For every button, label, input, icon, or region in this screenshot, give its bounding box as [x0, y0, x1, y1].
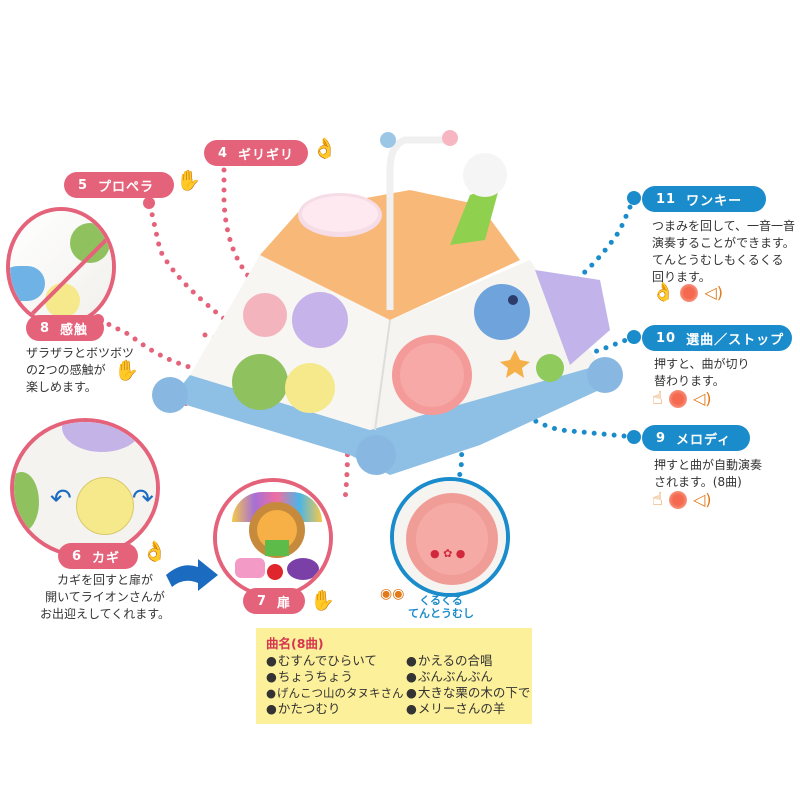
rotate-right-arrow-icon: ↷: [132, 484, 154, 514]
ok-hand-icon: 👌: [312, 136, 337, 160]
open-hand-icon: ✋: [114, 358, 139, 382]
icons-feature-9: ☝ ◁): [652, 491, 712, 509]
feature-name: プロペラ: [98, 179, 155, 195]
feature-number: 7: [257, 593, 268, 609]
song-item: げんこつ山のタヌキさん: [266, 685, 406, 701]
sound-icon: ◁): [692, 389, 712, 408]
song-item: かえるの合唱: [406, 653, 536, 669]
song-item: ちょうちょう: [266, 669, 406, 685]
label-feature-6: 6 カギ: [58, 543, 138, 569]
icons-feature-10: ☝ ◁): [652, 390, 712, 408]
label-feature-4: 4 ギリギリ: [204, 140, 309, 166]
sound-icon: ◁): [704, 283, 723, 302]
open-hand-icon: ✋: [176, 168, 201, 192]
song-item: ぶんぶんぶん: [406, 669, 536, 685]
feature-name: ワンキー: [686, 193, 743, 209]
feature-number: 5: [78, 177, 89, 193]
ok-hand-icon: 👌: [142, 539, 167, 563]
sound-icon: ◁): [692, 490, 712, 509]
feature-number: 9: [656, 430, 667, 446]
detail-circle-feature-7: [213, 478, 333, 598]
feature-name: 扉: [277, 595, 292, 611]
detail-circle-feature-8: [6, 207, 116, 327]
ladybug-graphic: ● ✿ ●: [430, 547, 466, 560]
light-icon: [668, 390, 687, 408]
feature-number: 6: [72, 548, 83, 564]
label-feature-8: 8 感触: [26, 315, 104, 341]
song-item: メリーさんの羊: [406, 701, 536, 717]
feature-name: ギリギリ: [238, 147, 295, 163]
rotate-left-arrow-icon: ↶: [50, 484, 72, 514]
description-feature-10: 押すと、曲が切り 替わります。: [654, 357, 750, 388]
label-feature-5: 5 プロペラ: [64, 172, 174, 198]
label-feature-11: 11 ワンキー: [642, 186, 766, 212]
song-item: 大きな栗の木の下で: [406, 685, 536, 701]
light-icon: [680, 284, 699, 302]
ok-hand-icon: 👌: [652, 282, 675, 303]
pointing-finger-icon: ☝: [652, 489, 663, 510]
label-feature-7: 7 扉: [243, 588, 305, 614]
raised-hand-icon: ✋: [310, 588, 335, 612]
song-item: かたつむり: [266, 701, 406, 717]
feature-number: 4: [218, 145, 229, 161]
song-item: むすんでひらいて: [266, 653, 406, 669]
song-list-title: 曲名(8曲): [266, 636, 324, 651]
ladybug-caption: くるくる てんとうむし: [408, 594, 474, 620]
activity-cube-toy-image: [152, 130, 623, 475]
description-feature-6: カギを回すと扉が 開いてライオンさんが お出迎えしてくれます。: [39, 573, 171, 621]
feature-name: メロディ: [676, 432, 732, 448]
icons-feature-11: 👌 ◁): [652, 284, 723, 302]
label-feature-10: 10 選曲／ストップ: [642, 325, 792, 351]
feature-name: 感触: [60, 322, 89, 338]
description-feature-9: 押すと曲が自動演奏 されます。(8曲): [654, 458, 763, 489]
feature-number: 8: [40, 320, 51, 336]
label-feature-9: 9 メロディ: [642, 425, 750, 451]
detail-circle-feature-6: ↶ ↷: [10, 418, 160, 558]
eyes-icon: ◉◉: [380, 586, 405, 602]
detail-circle-ladybug: ● ✿ ●: [390, 477, 510, 597]
description-feature-8: ザラザラとボツボツ の2つの感触が 楽しめます。: [26, 346, 135, 394]
feature-number: 10: [656, 330, 677, 346]
feature-name: カギ: [92, 550, 121, 566]
description-feature-11: つまみを回して、一音一音 演奏することができます。 てんとうむしもくるくる 回り…: [652, 219, 796, 284]
feature-name: 選曲／ストップ: [686, 332, 785, 348]
curved-arrow-icon: [166, 559, 218, 591]
song-list-box: 曲名(8曲) むすんでひらいて かえるの合唱 ちょうちょう ぶんぶんぶん げんこ…: [256, 628, 532, 724]
feature-number: 11: [656, 191, 677, 207]
pointing-finger-icon: ☝: [652, 388, 663, 409]
light-icon: [668, 491, 687, 509]
